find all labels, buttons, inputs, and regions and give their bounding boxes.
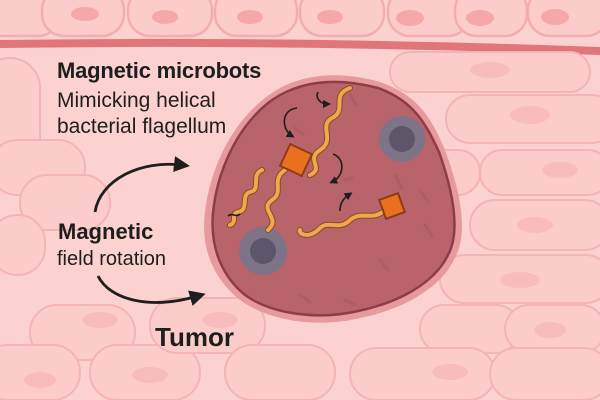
immune-cell-2 xyxy=(239,227,287,275)
subtitle-line-2: bacterial flagellum xyxy=(57,115,227,138)
tumor-label: Tumor xyxy=(155,322,234,352)
microbot-head-1 xyxy=(278,142,314,178)
arrow-top-icon xyxy=(93,156,190,213)
tissue-cell-nuclei xyxy=(24,62,578,388)
rotation-label-line-1: Magnetic xyxy=(58,219,154,244)
microbot-head-2 xyxy=(377,191,407,221)
diagram-title: Magnetic microbots xyxy=(57,58,262,83)
arrow-bottom-icon xyxy=(96,275,206,306)
rotation-label-line-2: field rotation xyxy=(57,248,166,270)
magnetic-field-arrows xyxy=(93,156,206,306)
top-cell-nuclei xyxy=(71,7,569,26)
vessel-membrane xyxy=(0,38,600,55)
immune-cell-1 xyxy=(379,116,425,162)
flagella xyxy=(227,85,388,238)
rotation-arrows-small xyxy=(227,91,353,217)
subtitle-line-1: Mimicking helical xyxy=(57,89,216,112)
